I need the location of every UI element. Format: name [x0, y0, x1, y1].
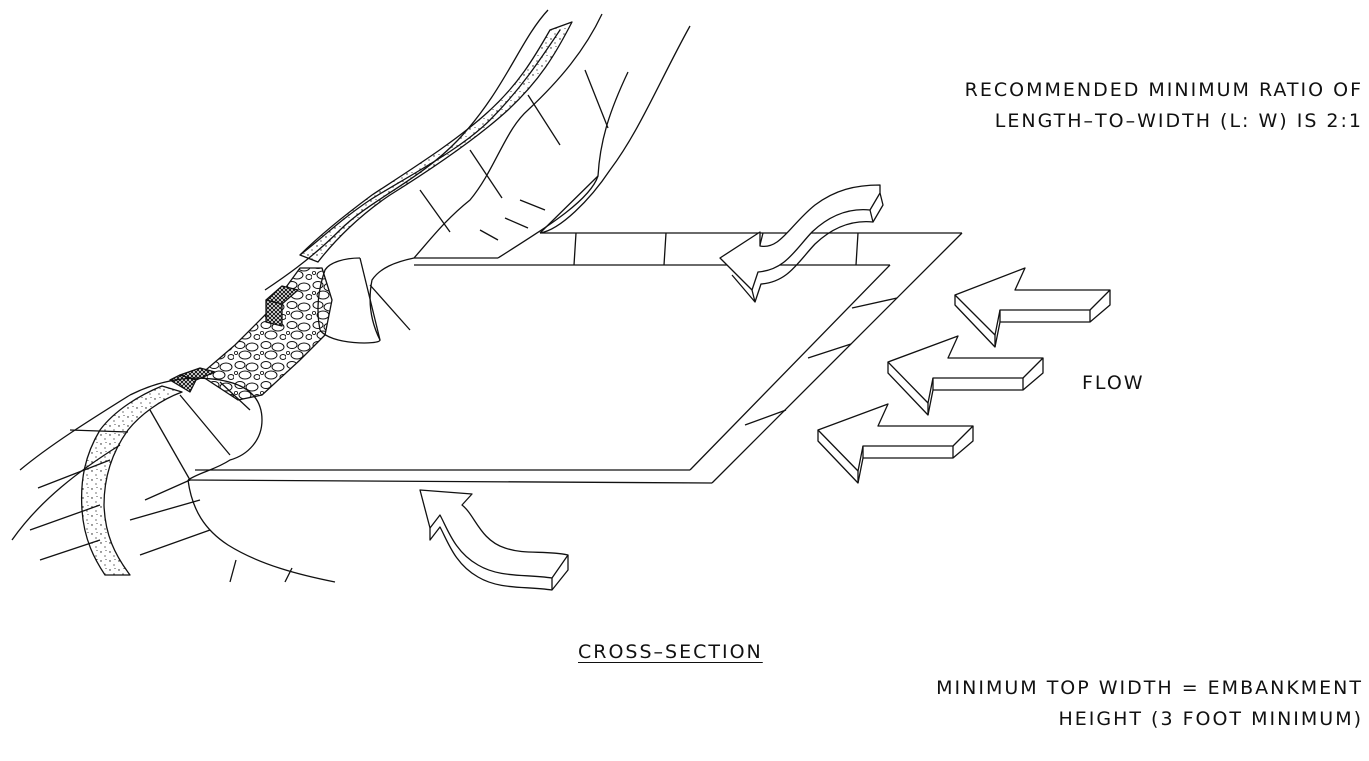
curved-arrow-top [720, 185, 883, 302]
flow-arrow-3 [818, 404, 973, 483]
curved-arrow-bottom [420, 490, 568, 590]
riprap-spillway [170, 268, 332, 400]
top-width-note-line2: HEIGHT (3 FOOT MINIMUM) [1058, 708, 1363, 730]
ratio-note-line1: RECOMMENDED MINIMUM RATIO OF [964, 79, 1363, 101]
lower-channel [12, 378, 335, 582]
cross-section-title: CROSS–SECTION [578, 641, 763, 663]
flow-arrow-1 [955, 268, 1110, 347]
flow-label: FLOW [1082, 372, 1145, 394]
basin-outline [188, 233, 962, 483]
top-width-note-line1: MINIMUM TOP WIDTH = EMBANKMENT [936, 677, 1363, 699]
ratio-note-line2: LENGTH–TO–WIDTH (L: W) IS 2:1 [994, 110, 1363, 132]
flow-arrow-2 [888, 336, 1043, 415]
